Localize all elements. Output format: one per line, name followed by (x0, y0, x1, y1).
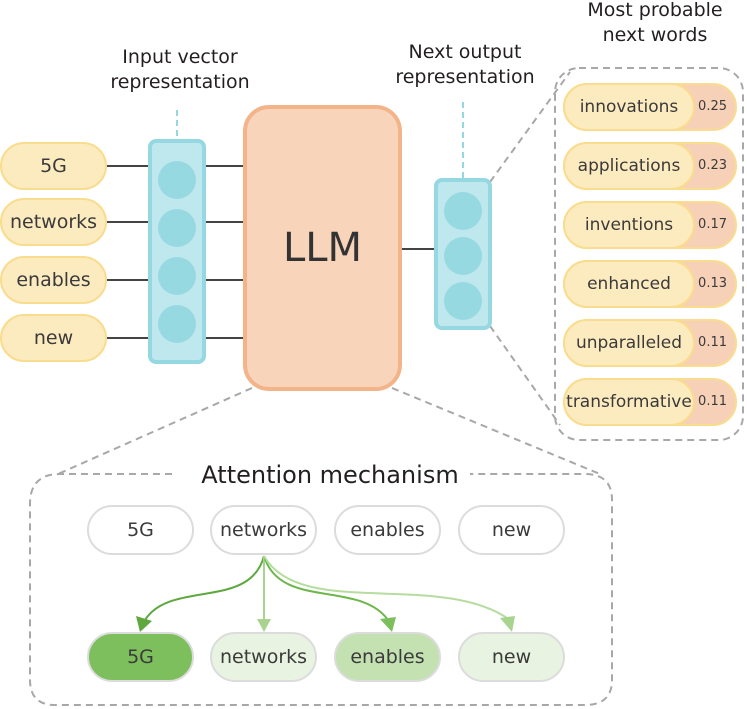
next-word-probability: 0.25 (698, 99, 727, 114)
input-vector (148, 139, 206, 364)
next-word-label: applications (563, 142, 695, 190)
attention-query-token: 5G (87, 505, 194, 555)
input-vector-label-line2: representation (110, 71, 250, 93)
next-word-probability: 0.17 (698, 217, 727, 232)
vector-node (444, 237, 482, 275)
next-word-item: unparalleled 0.11 (563, 319, 737, 367)
vector-node (158, 257, 196, 295)
vector-node (158, 305, 196, 343)
llm-block: LLM (243, 105, 402, 391)
next-word-probability: 0.11 (698, 335, 727, 350)
input-vector-label: Input vector representation (100, 45, 260, 95)
input-token: enables (0, 256, 107, 304)
vector-node (158, 161, 196, 199)
attention-title: Attention mechanism (201, 461, 459, 489)
next-output-label-line2: representation (395, 66, 535, 88)
arrowhead-enables (380, 617, 396, 632)
most-probable-label-line1: Most probable (587, 0, 723, 21)
next-word-item: inventions 0.17 (563, 201, 737, 249)
next-words-box (554, 67, 744, 441)
next-word-label: enhanced (563, 260, 695, 308)
arrowhead-new (500, 616, 515, 632)
output-callout-top (489, 71, 571, 183)
attention-arrow-new (263, 555, 511, 621)
next-word-item: enhanced 0.13 (563, 260, 737, 308)
next-word-label: inventions (563, 201, 695, 249)
vector-to-llm-lines (206, 165, 243, 339)
attention-query-token: new (458, 505, 565, 555)
vector-node (444, 282, 482, 320)
input-token: 5G (0, 142, 107, 190)
attention-query-token: networks (210, 505, 317, 555)
attention-query-token: enables (334, 505, 441, 555)
attention-arrow-enables (263, 555, 389, 621)
next-word-label: unparalleled (563, 319, 695, 367)
input-vector-label-line1: Input vector (122, 46, 238, 68)
arrowhead-5g (136, 616, 152, 632)
output-callout-bottom (489, 325, 561, 426)
next-word-item: transformative 0.11 (563, 378, 737, 426)
next-word-probability: 0.11 (698, 394, 727, 409)
next-word-probability: 0.23 (698, 158, 727, 173)
next-word-probability: 0.13 (698, 276, 727, 291)
next-word-label: innovations (563, 83, 695, 131)
most-probable-label: Most probable next words (570, 0, 740, 48)
attention-callout-right (391, 387, 601, 475)
next-output-label-line1: Next output (408, 41, 522, 63)
input-to-vector-lines (107, 165, 150, 339)
vector-node (158, 209, 196, 247)
next-output-label: Next output representation (390, 40, 540, 90)
arrowhead-networks (257, 619, 271, 632)
attention-target-token: 5G (87, 632, 194, 682)
attention-target-token: networks (210, 632, 317, 682)
attention-box (29, 473, 613, 706)
attention-target-token: new (458, 632, 565, 682)
output-vector (434, 178, 492, 330)
most-probable-label-line2: next words (602, 24, 708, 46)
next-word-item: applications 0.23 (563, 142, 737, 190)
attention-arrow-5g (144, 555, 265, 621)
next-word-label: transformative (563, 378, 695, 426)
attention-target-token: enables (334, 632, 441, 682)
next-word-item: innovations 0.25 (563, 83, 737, 131)
input-token: networks (0, 198, 107, 246)
vector-node (444, 192, 482, 230)
input-token: new (0, 314, 107, 362)
